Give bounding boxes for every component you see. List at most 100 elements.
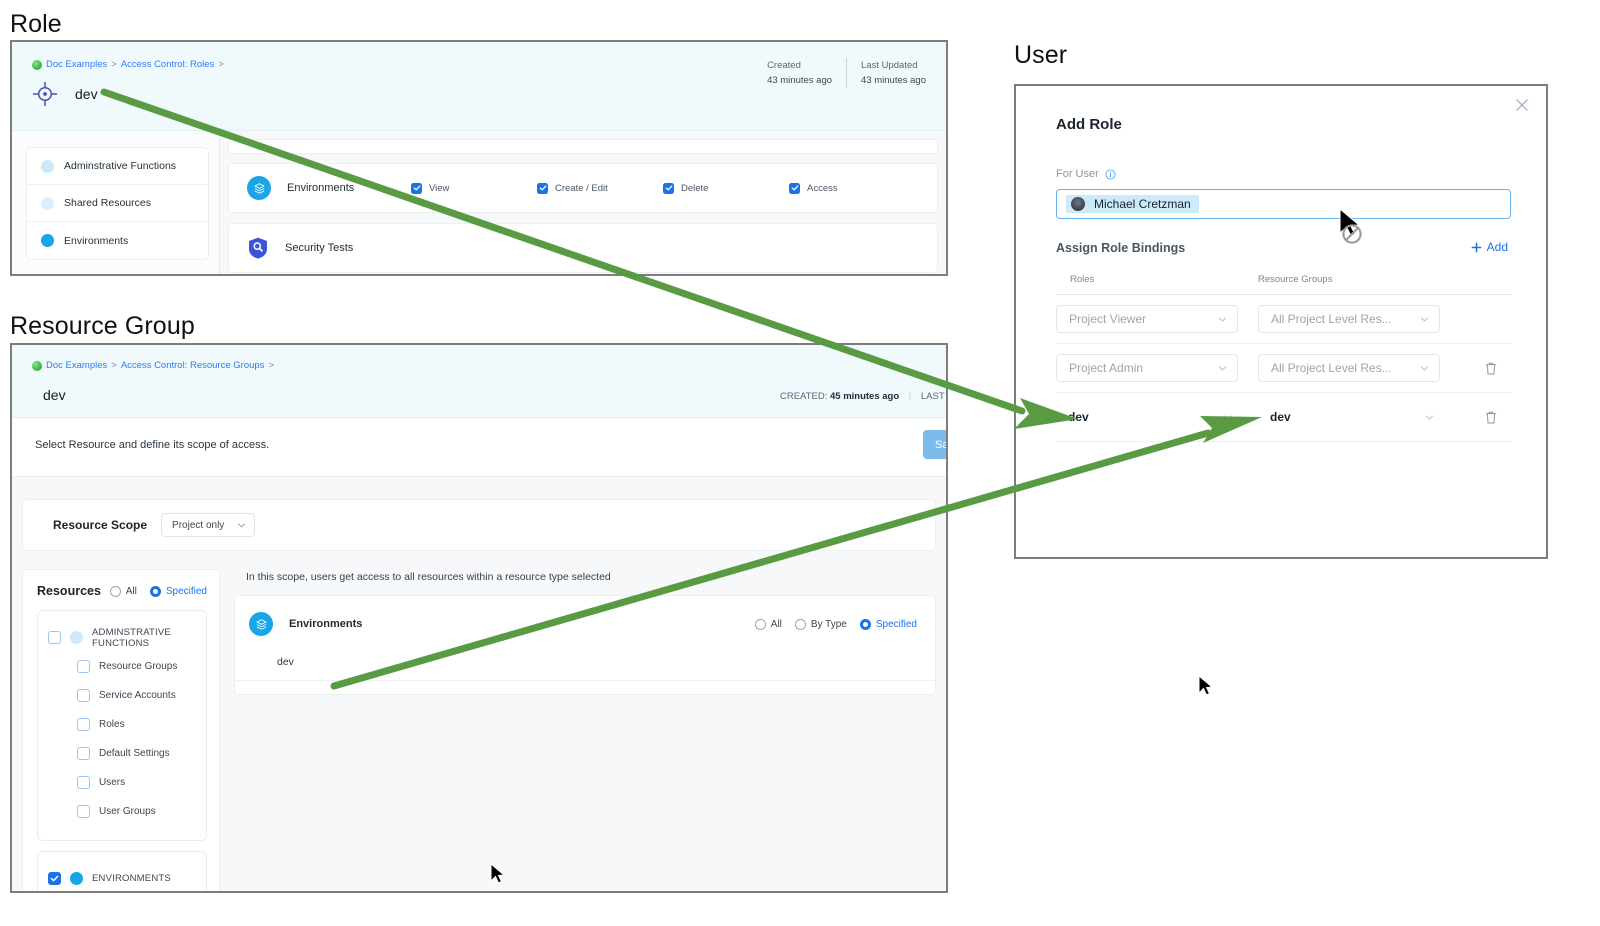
breadcrumb-project[interactable]: Doc Examples [46,59,108,70]
checkbox-unchecked-icon[interactable] [77,718,90,731]
tree-group-environments[interactable]: ENVIRONMENTS [48,864,196,891]
rg-meta-divider: | [908,391,912,402]
tree-group-label: ADMINSTRATIVE FUNCTIONS [92,626,171,649]
tree-item-users[interactable]: Users [48,768,196,797]
chevron-down-icon [1223,414,1232,420]
checkbox-unchecked-icon[interactable] [77,689,90,702]
checkbox-checked-icon [789,182,800,194]
breadcrumb-project[interactable]: Doc Examples [46,360,108,371]
scope-note: In this scope, users get access to all r… [246,571,611,583]
user-select-field[interactable]: Michael Cretzman [1056,189,1511,219]
permission-label: View [429,182,450,194]
delete-row-button[interactable] [1484,410,1498,425]
tree-item-label: User Groups [99,806,156,817]
checkbox-unchecked-icon[interactable] [77,747,90,760]
resource-group-select[interactable]: All Project Level Res... [1258,305,1440,333]
permission-label: Access [807,182,838,194]
tree-item-label: Users [99,777,126,788]
permission-strip [228,139,938,154]
permission-row-label: Environments [287,182,355,194]
checkbox-unchecked-icon[interactable] [48,631,61,644]
plus-icon [1471,242,1482,252]
checkbox-unchecked-icon[interactable] [77,660,90,673]
role-value: Project Admin [1069,361,1144,375]
sidebar-item-environments[interactable]: Environments [27,222,208,259]
tree-group-administrative-functions[interactable]: ADMINSTRATIVE FUNCTIONS [48,623,196,652]
role-meta-created: Created 43 minutes ago [753,58,846,88]
role-value: dev [1068,410,1089,424]
role-select[interactable]: Project Viewer [1056,305,1238,333]
info-icon[interactable] [1105,168,1116,180]
radio-label: Specified [875,618,917,630]
role-select[interactable]: dev [1056,403,1242,431]
sidebar-item-label: Environments [64,234,129,247]
chevron-down-icon [1218,316,1227,322]
resource-scope-label: Resource Scope [53,518,148,532]
radio-label: By Type [810,618,847,630]
tree-item-default-settings[interactable]: Default Settings [48,739,196,768]
save-button[interactable]: Sav [923,430,946,459]
permission-delete[interactable]: Delete [663,182,789,194]
column-header-resource-groups: Resource Groups [1258,274,1333,285]
add-binding-button[interactable]: Add [1471,240,1508,254]
radio-on-icon [859,618,871,630]
ring-icon-solid [41,234,54,247]
role-category-sidebar: Adminstrative Functions Shared Resources… [12,131,220,274]
role-meta-updated-value: 43 minutes ago [861,75,926,86]
role-meta-created-value: 43 minutes ago [767,75,833,86]
scope-radio-by-type[interactable]: By Type [794,618,847,630]
scope-item-dev[interactable]: dev [235,656,935,681]
checkbox-unchecked-icon[interactable] [77,776,90,789]
environments-icon [247,176,271,200]
permission-checkbox-group: View Create / Edit Delete [411,182,937,194]
role-value: Project Viewer [1069,312,1147,326]
permission-label: Delete [681,182,709,194]
breadcrumb[interactable]: Doc Examples > Access Control: Roles > [32,59,224,70]
add-role-dialog: Add Role For User Michael Cretzman Assig… [1014,84,1548,559]
resource-group-select[interactable]: dev [1258,403,1444,431]
scope-radio-all[interactable]: All [754,618,782,630]
sidebar-item-shared-resources[interactable]: Shared Resources [27,185,208,222]
tree-item-roles[interactable]: Roles [48,710,196,739]
selected-user-chip[interactable]: Michael Cretzman [1066,195,1199,213]
checkbox-unchecked-icon[interactable] [77,805,90,818]
assign-role-bindings-label: Assign Role Bindings [1056,241,1186,255]
breadcrumb-section[interactable]: Access Control: Resource Groups [120,360,265,371]
table-row: Project Viewer All Project Level Res... [1056,295,1512,344]
permission-view[interactable]: View [411,182,537,194]
resource-scope-value: Project only [172,519,225,531]
permission-create-edit[interactable]: Create / Edit [537,182,663,194]
resources-title: Resources [37,584,101,598]
resource-group-meta: CREATED: 45 minutes ago | LAST UPD [780,391,946,402]
scope-radio-group: All By Type Specified [754,618,921,630]
tree-group-label: ENVIRONMENTS [92,873,171,884]
resources-radio-specified[interactable]: Specified [149,585,207,597]
resource-group-value: dev [1270,410,1291,424]
scope-radio-specified[interactable]: Specified [859,618,917,630]
cursor-arrow-dialog [1198,674,1214,696]
role-meta-created-label: Created [767,60,801,71]
tree-item-service-accounts[interactable]: Service Accounts [48,681,196,710]
resource-group-select[interactable]: All Project Level Res... [1258,354,1440,382]
permission-row-environments: Environments View Create / Edit [228,163,938,213]
close-icon[interactable] [1515,98,1529,112]
permission-access[interactable]: Access [789,182,915,194]
radio-label: All [770,618,782,630]
sidebar-item-administrative-functions[interactable]: Adminstrative Functions [27,148,208,185]
tree-item-user-groups[interactable]: User Groups [48,797,196,826]
for-user-label: For User [1056,168,1099,180]
role-select[interactable]: Project Admin [1056,354,1238,382]
environments-icon [249,612,273,636]
checkbox-checked-icon[interactable] [48,872,61,885]
radio-off-icon [794,618,806,630]
resources-radio-all[interactable]: All [109,585,137,597]
resource-scope-select[interactable]: Project only [161,513,256,537]
breadcrumb-section[interactable]: Access Control: Roles [120,59,215,70]
scope-entity-header: Environments All By Type [235,612,935,636]
scope-detail-column: In this scope, users get access to all r… [234,569,936,891]
resources-column: Resources All Specified [22,569,220,891]
tree-item-resource-groups[interactable]: Resource Groups [48,652,196,681]
delete-row-button[interactable] [1484,361,1498,376]
permission-row-security-tests: Security Tests [228,223,938,273]
breadcrumb[interactable]: Doc Examples > Access Control: Resource … [32,360,274,371]
